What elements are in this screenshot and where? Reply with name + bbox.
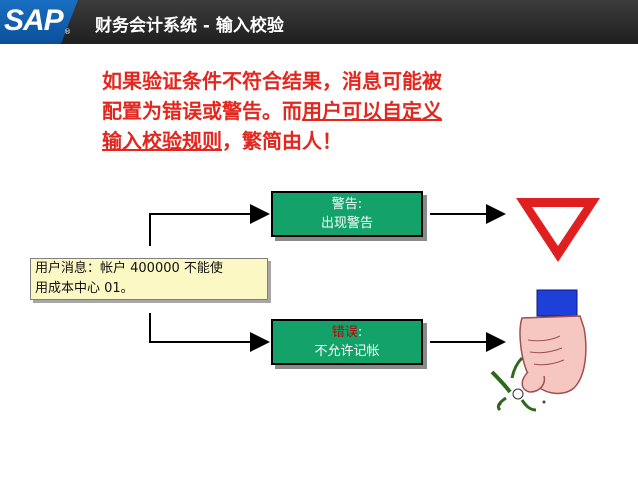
error-text: 不允许记帐 (314, 344, 380, 359)
error-box: 错误: 不允许记帐 (271, 319, 423, 365)
branch-up-line (149, 204, 270, 246)
yield-sign-icon (516, 198, 600, 262)
branch-down-line (149, 313, 270, 352)
error-label: 错误 (331, 325, 358, 340)
warning-label: 警告: (331, 197, 363, 212)
headline-line-3: 输入校验规则，繁简由人！ (102, 129, 342, 153)
warning-box: 警告: 出现警告 (271, 191, 423, 237)
registered-mark: ® (64, 28, 71, 36)
headline-underlined: 输入校验规则 (102, 129, 222, 153)
headline-line-1: 如果验证条件不符合结果，消息可能被 (102, 69, 442, 93)
page-title: 财务会计系统 - 输入校验 (95, 16, 284, 36)
error-label-row: 错误: (331, 325, 363, 340)
user-message-line-1: 用户消息：帐户 400000 不能使 (35, 261, 223, 276)
headline: 如果验证条件不符合结果，消息可能被 配置为错误或警告。而用户可以自定义 输入校验… (102, 66, 542, 156)
sap-logo-text: SAP (4, 4, 64, 37)
hand-flicking-figure-icon (490, 289, 587, 412)
user-message-line-2: 用成本中心 01。 (35, 281, 134, 296)
user-message-box: 用户消息：帐户 400000 不能使 用成本中心 01。 (30, 258, 268, 300)
headline-line-2: 配置为错误或警告。而用户可以自定义 (102, 99, 442, 123)
header-bar: SAP ® 财务会计系统 - 输入校验 (0, 0, 638, 44)
headline-underlined: 用户可以自定义 (302, 99, 442, 123)
warning-text: 出现警告 (320, 216, 373, 231)
